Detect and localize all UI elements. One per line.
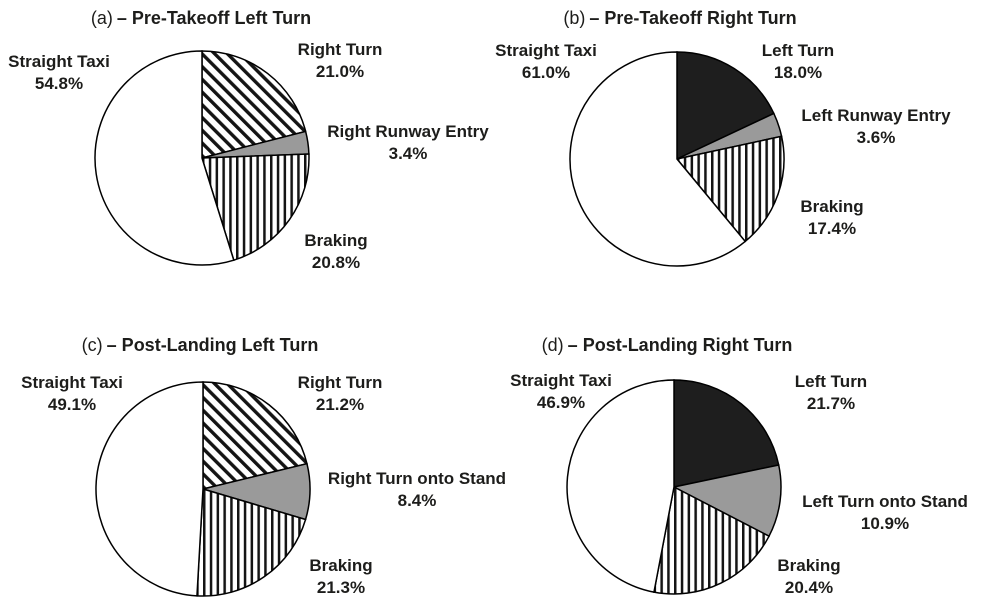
label-d-straight-taxi: Straight Taxi 46.9%: [510, 370, 612, 414]
label-c-right-turn-onto-stand: Right Turn onto Stand 8.4%: [328, 468, 506, 512]
slice-pct: 49.1%: [47, 395, 97, 414]
slice-name: Braking: [800, 197, 864, 216]
slice-name: Braking: [304, 231, 368, 250]
slice-pct: 61.0%: [521, 63, 571, 82]
pie-slice-d-left-turn-onto-stand: [671, 464, 782, 538]
chart-b-title-text: – Pre-Takeoff Right Turn: [589, 8, 797, 28]
chart-a-tag: (a): [90, 8, 113, 28]
pie-slice-a-braking: [200, 153, 310, 262]
pie-slice-b-left-turn: [676, 51, 775, 161]
label-a-right-turn: Right Turn 21.0%: [298, 39, 383, 83]
pie-slice-d-left-turn: [673, 379, 780, 488]
label-c-right-turn: Right Turn 21.2%: [298, 372, 383, 416]
slice-pct: 21.0%: [315, 62, 365, 81]
label-a-right-runway-entry: Right Runway Entry 3.4%: [327, 121, 489, 165]
label-a-straight-taxi: Straight Taxi 54.8%: [8, 51, 110, 95]
pie-slice-a-right-turn: [201, 50, 307, 159]
chart-b-tag: (b): [563, 8, 586, 28]
label-d-left-turn: Left Turn 21.7%: [795, 371, 867, 415]
slice-name: Left Turn onto Stand: [802, 492, 968, 511]
pie-slice-c-braking: [196, 488, 307, 597]
label-c-straight-taxi: Straight Taxi 49.1%: [21, 372, 123, 416]
slice-name: Right Turn onto Stand: [327, 469, 507, 488]
pie-slice-b-straight-taxi: [569, 51, 747, 267]
chart-c-title-text: – Post-Landing Left Turn: [106, 335, 319, 355]
pie-b: [569, 51, 785, 267]
slice-pct: 21.7%: [806, 394, 856, 413]
pie-d: [566, 379, 782, 595]
slice-name: Left Runway Entry: [801, 106, 951, 125]
pie-slice-b-braking: [675, 135, 785, 243]
slice-name: Straight Taxi: [495, 41, 597, 60]
label-d-braking: Braking 20.4%: [777, 555, 840, 599]
pie-slice-c-straight-taxi: [95, 381, 204, 597]
pie-slice-a-straight-taxi: [94, 50, 235, 266]
label-b-left-runway-entry: Left Runway Entry 3.6%: [801, 105, 950, 149]
slice-pct: 10.9%: [860, 514, 910, 533]
slice-pct: 54.8%: [34, 74, 84, 93]
slice-name: Right Turn: [297, 373, 383, 392]
chart-d-tag: (d): [541, 335, 564, 355]
label-b-braking: Braking 17.4%: [800, 196, 863, 240]
slice-name: Left Turn: [794, 372, 868, 391]
pie-slice-c-right-turn: [202, 381, 308, 490]
chart-c-title: (c)– Post-Landing Left Turn: [82, 335, 319, 356]
label-b-straight-taxi: Straight Taxi 61.0%: [495, 40, 597, 84]
pie-slice-d-straight-taxi: [566, 379, 675, 593]
slice-name: Straight Taxi: [8, 52, 110, 71]
chart-a-title-text: – Pre-Takeoff Left Turn: [116, 8, 312, 28]
label-d-left-turn-onto-stand: Left Turn onto Stand 10.9%: [802, 491, 968, 535]
slice-name: Straight Taxi: [510, 371, 612, 390]
slice-name: Right Turn: [297, 40, 383, 59]
slice-pct: 20.8%: [311, 253, 361, 272]
pie-a: [94, 50, 310, 266]
slice-name: Right Runway Entry: [327, 122, 489, 141]
slice-pct: 3.4%: [388, 144, 428, 163]
chart-c-tag: (c): [81, 335, 103, 355]
chart-b-title: (b)– Pre-Takeoff Right Turn: [563, 8, 796, 29]
chart-d-title: (d)– Post-Landing Right Turn: [542, 335, 793, 356]
slice-pct: 18.0%: [773, 63, 823, 82]
slice-pct: 17.4%: [807, 219, 857, 238]
slice-pct: 3.6%: [856, 128, 896, 147]
chart-d-title-text: – Post-Landing Right Turn: [567, 335, 793, 355]
label-c-braking: Braking 21.3%: [309, 555, 372, 599]
slice-pct: 46.9%: [536, 393, 586, 412]
slice-pct: 20.4%: [784, 578, 834, 597]
label-b-left-turn: Left Turn 18.0%: [762, 40, 834, 84]
pie-slice-d-braking: [653, 485, 771, 595]
chart-a-title: (a)– Pre-Takeoff Left Turn: [91, 8, 311, 29]
slice-pct: 8.4%: [397, 491, 437, 510]
slice-name: Straight Taxi: [21, 373, 123, 392]
slice-name: Braking: [309, 556, 373, 575]
slice-name: Braking: [777, 556, 841, 575]
label-a-braking: Braking 20.8%: [304, 230, 367, 274]
pie-c: [95, 381, 311, 597]
slice-pct: 21.3%: [316, 578, 366, 597]
slice-name: Left Turn: [761, 41, 835, 60]
slice-pct: 21.2%: [315, 395, 365, 414]
